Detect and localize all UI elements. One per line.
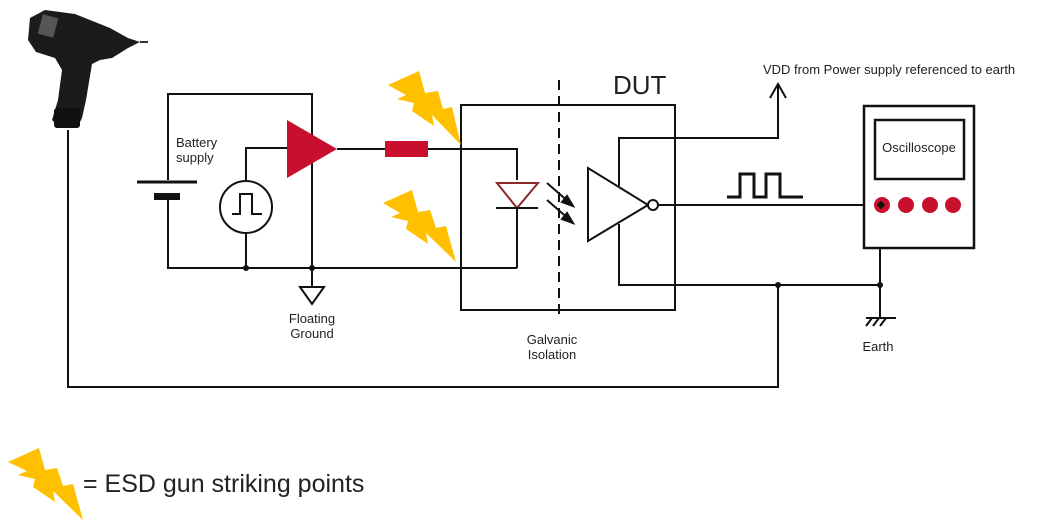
pulse-generator-icon	[219, 180, 273, 234]
earth-label: Earth	[862, 339, 893, 354]
gun-return-wire	[67, 130, 779, 388]
dut-label: DUT	[613, 70, 667, 100]
esd-strike-point-icon	[383, 190, 456, 262]
oscilloscope-screen	[873, 118, 966, 181]
led-anode-wire	[428, 148, 518, 180]
dut-box	[460, 104, 676, 311]
galvanic-label-1: Galvanic	[527, 332, 578, 347]
dut-ground-wire	[618, 224, 880, 286]
esd-gun-icon	[28, 10, 148, 128]
junction-dot	[775, 282, 781, 288]
square-wave-icon	[727, 172, 803, 199]
esd-strike-point-icon	[388, 71, 461, 145]
scope-channel-4[interactable]	[945, 197, 961, 213]
inverter-icon	[587, 166, 650, 243]
inverter-bubble	[647, 199, 659, 211]
legend-bolt-icon	[8, 448, 83, 520]
floating-ground-wire	[167, 200, 517, 269]
resistor-icon	[385, 141, 428, 157]
amplifier-icon	[287, 120, 337, 178]
scope-channel-3[interactable]	[922, 197, 938, 213]
earth-ground-icon	[865, 317, 896, 327]
oscilloscope-label: Oscilloscope	[882, 140, 956, 155]
battery-label-1: Battery	[176, 135, 218, 150]
floating-ground-label-1: Floating	[289, 311, 335, 326]
floating-ground-icon	[298, 286, 326, 306]
light-arrows-icon	[546, 182, 576, 225]
pulse-glyph	[232, 193, 262, 215]
led-diode-icon	[494, 182, 541, 210]
battery-label-2: supply	[176, 150, 214, 165]
junction-dot	[243, 265, 249, 271]
legend-label: = ESD gun striking points	[83, 470, 364, 498]
vdd-arrow-icon	[769, 81, 787, 99]
galvanic-label-2: Isolation	[528, 347, 576, 362]
vdd-label: VDD from Power supply referenced to eart…	[763, 62, 1015, 77]
floating-ground-label-2: Ground	[290, 326, 333, 341]
pulse-gen-wire	[245, 147, 288, 182]
scope-channel-2[interactable]	[898, 197, 914, 213]
battery-top-wire	[167, 93, 313, 268]
vdd-wire	[618, 84, 779, 186]
battery-plate-short	[154, 193, 180, 200]
